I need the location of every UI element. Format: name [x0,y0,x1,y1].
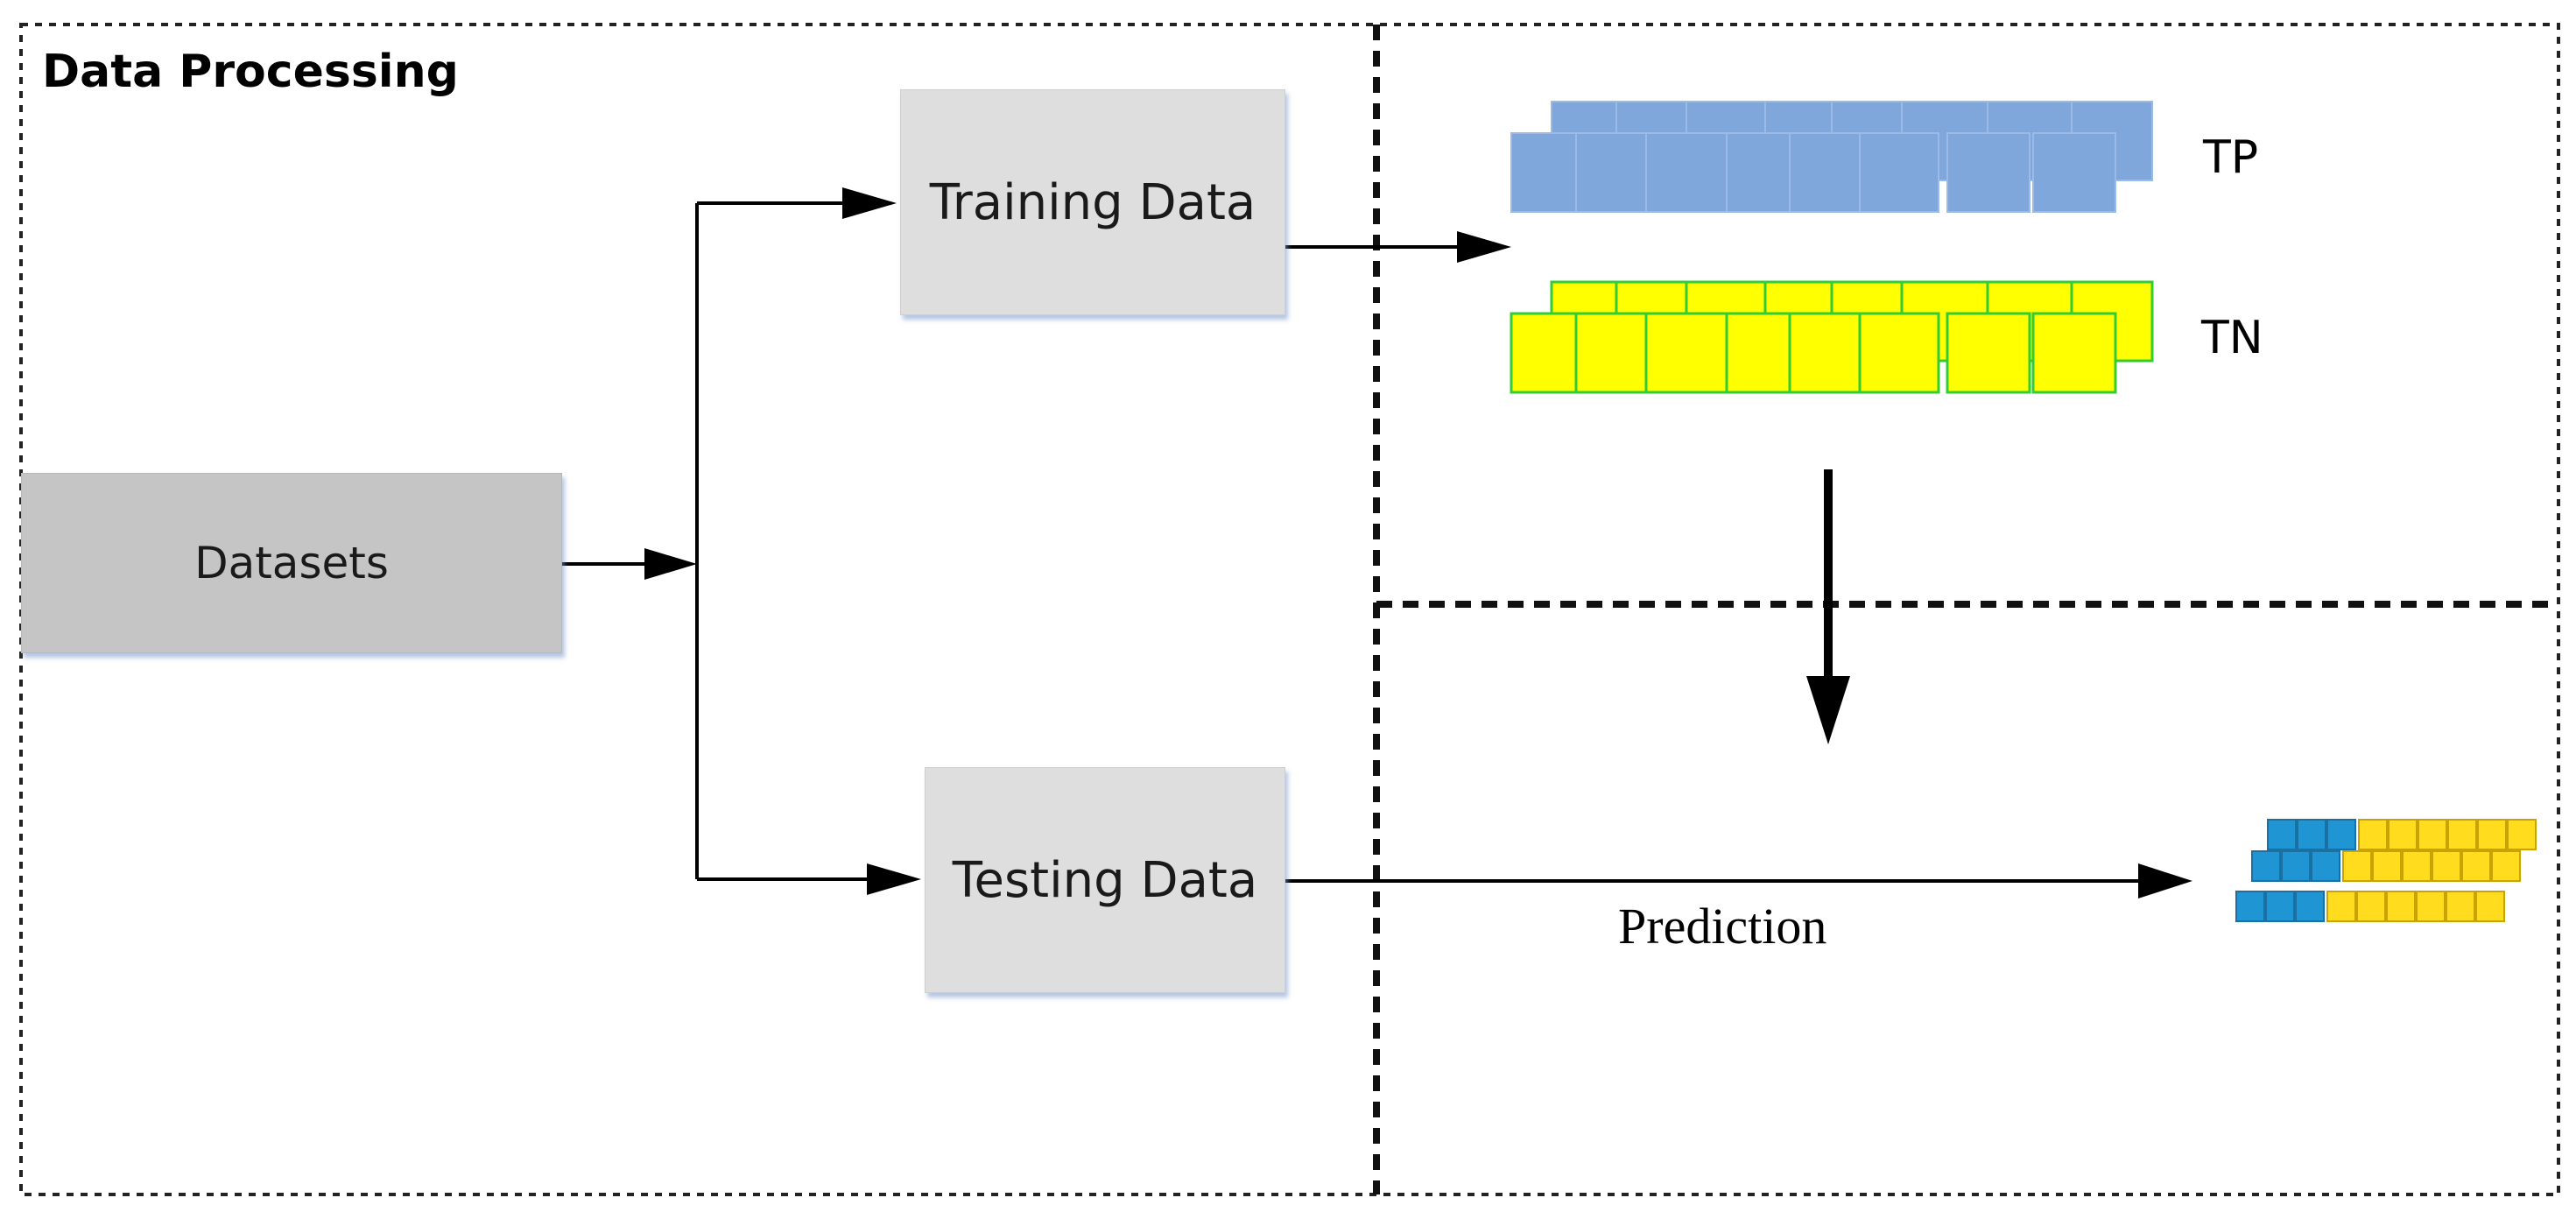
training-data-label: Training Data [929,173,1256,231]
tn-block [1946,312,2031,394]
tp-block [1859,132,1939,213]
tn-block [1574,312,1650,394]
prediction-block-yellow [2447,819,2477,850]
prediction-block-yellow [2491,850,2521,882]
prediction-block-yellow [2326,891,2356,922]
arrow-training [842,187,897,219]
tp-block [2032,132,2116,213]
prediction-block-blue [2267,819,2297,850]
arrow-prediction [2138,863,2192,898]
prediction-label: Prediction [1618,898,1827,955]
prediction-block-yellow [2416,891,2446,922]
prediction-block-blue [2265,891,2295,922]
tn-label: TN [2201,312,2263,364]
prediction-block-yellow [2358,819,2388,850]
testing-data-node: Testing Data [925,767,1285,993]
datasets-node: Datasets [21,473,562,653]
prediction-block-yellow [2475,891,2505,922]
tp-block-group [1510,101,2153,213]
section-title: Data Processing [42,46,459,98]
prediction-block-yellow [2477,819,2507,850]
prediction-block-blue [2281,850,2311,882]
tn-block [1725,312,1793,394]
tn-block [1858,312,1940,394]
prediction-block-yellow [2418,819,2447,850]
arrow-classes [1457,231,1511,263]
datasets-label: Datasets [194,538,389,588]
prediction-block-yellow [2507,819,2537,850]
tp-block [1726,132,1792,213]
prediction-block-yellow [2446,891,2475,922]
prediction-block-yellow [2372,850,2402,882]
prediction-block-blue [2235,891,2265,922]
tn-block [1510,312,1580,394]
prediction-block-blue [2295,891,2325,922]
tp-block [1510,132,1579,213]
prediction-block-blue [2251,850,2281,882]
prediction-block-yellow [2388,819,2418,850]
tn-block-group [1510,280,2154,394]
tp-block [1789,132,1862,213]
prediction-block-group [2235,819,2537,922]
tn-block [2031,312,2117,394]
arrow-split [644,548,697,580]
training-data-node: Training Data [900,89,1285,315]
prediction-block-blue [2297,819,2326,850]
prediction-block-blue [2311,850,2340,882]
prediction-block-yellow [2402,850,2432,882]
arrow-down [1806,676,1850,744]
prediction-block-yellow [2432,850,2461,882]
tn-block [1644,312,1728,394]
tn-block [1788,312,1863,394]
prediction-block-yellow [2386,891,2416,922]
prediction-block-yellow [2342,850,2372,882]
tp-block [1946,132,2031,213]
arrow-testing [867,863,921,895]
tp-block [1645,132,1728,213]
prediction-block-yellow [2461,850,2491,882]
tp-block [1575,132,1649,213]
testing-data-label: Testing Data [952,851,1258,909]
tp-label: TP [2203,131,2259,184]
prediction-block-blue [2326,819,2356,850]
prediction-block-yellow [2356,891,2386,922]
